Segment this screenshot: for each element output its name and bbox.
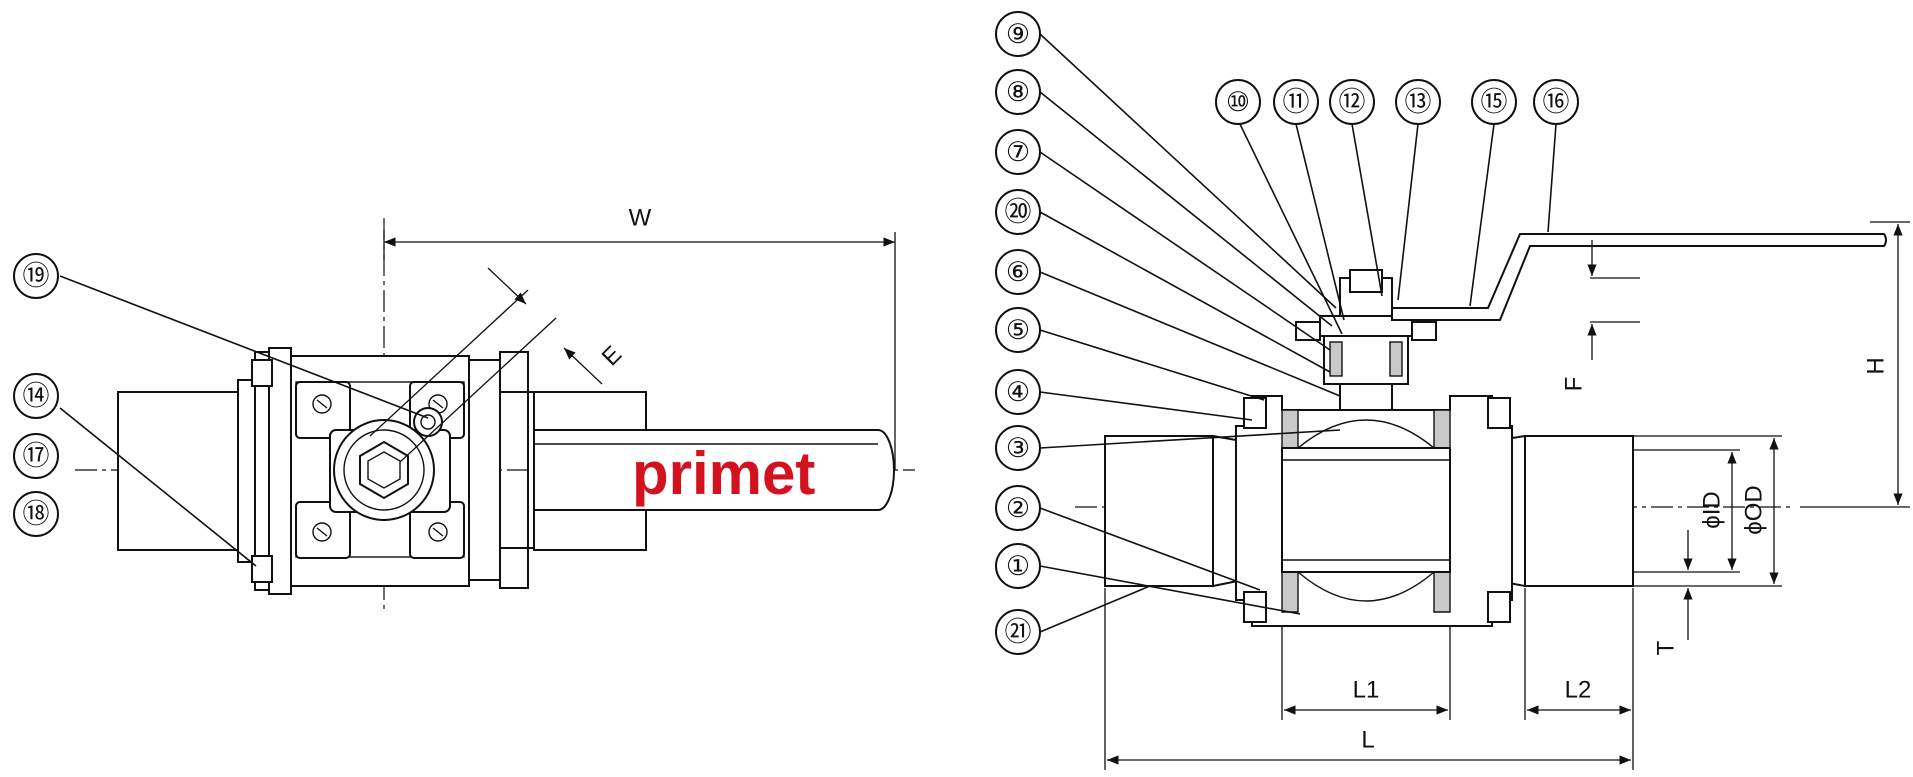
svg-text:⑮: ⑮ (1481, 87, 1508, 117)
svg-text:⑱: ⑱ (23, 499, 50, 529)
dimension-l1-label: L1 (1353, 677, 1380, 704)
dimension-l: L1 L2 L (1104, 588, 1634, 770)
balloon-19: ⑲ (13, 253, 59, 299)
balloon-12: ⑫ (1329, 79, 1375, 125)
dimension-w: W (383, 205, 896, 470)
svg-text:③: ③ (1006, 433, 1030, 463)
balloon-20: ⑳ (995, 189, 1041, 235)
dimension-f-h: F H (1561, 221, 1910, 508)
balloon-21: ㉑ (995, 609, 1041, 655)
balloon-6: ⑥ (995, 249, 1041, 295)
dimension-e: E (369, 267, 627, 463)
svg-text:④: ④ (1006, 377, 1030, 407)
balloon-16: ⑯ (1533, 79, 1579, 125)
balloon-10: ⑩ (1215, 79, 1261, 125)
dimension-id-label: ϕID (1699, 491, 1726, 528)
svg-text:⑳: ⑳ (1005, 197, 1032, 227)
svg-text:⑤: ⑤ (1006, 315, 1030, 345)
section-view (1075, 233, 1887, 627)
balloon-14: ⑭ (13, 373, 59, 419)
balloon-17: ⑰ (13, 433, 59, 479)
dimension-l-label: L (1361, 727, 1374, 754)
svg-text:⑩: ⑩ (1226, 87, 1250, 117)
balloon-13: ⑬ (1395, 79, 1441, 125)
balloon-18: ⑱ (13, 491, 59, 537)
svg-text:⑲: ⑲ (23, 261, 50, 291)
dimension-h-label: H (1863, 357, 1890, 374)
svg-text:⑭: ⑭ (23, 381, 50, 411)
dimension-w-label: W (629, 205, 652, 232)
balloon-5: ⑤ (995, 307, 1041, 353)
section-leaders (1039, 33, 1557, 633)
svg-text:⑥: ⑥ (1006, 257, 1030, 287)
svg-text:⑫: ⑫ (1339, 87, 1366, 117)
svg-text:⑪: ⑪ (1283, 87, 1310, 117)
balloon-11: ⑪ (1273, 79, 1319, 125)
balloon-3: ③ (995, 425, 1041, 471)
dimension-od-label: ϕOD (1741, 485, 1768, 534)
svg-text:⑨: ⑨ (1006, 19, 1030, 49)
balloon-2: ② (995, 485, 1041, 531)
svg-text:⑰: ⑰ (23, 441, 50, 471)
dimension-e-label: E (597, 341, 627, 371)
svg-text:①: ① (1006, 551, 1030, 581)
dimension-id-od-t: ϕID ϕOD T (1633, 435, 1782, 655)
balloon-1: ① (995, 543, 1041, 589)
dimension-l2-label: L2 (1565, 677, 1592, 704)
svg-text:⑧: ⑧ (1006, 77, 1030, 107)
svg-text:⑬: ⑬ (1405, 87, 1432, 117)
balloon-9: ⑨ (995, 11, 1041, 57)
balloon-7: ⑦ (995, 129, 1041, 175)
dimension-t-label: T (1653, 640, 1680, 655)
dimension-f-label: F (1561, 377, 1588, 392)
balloon-4: ④ (995, 369, 1041, 415)
top-view (75, 218, 915, 610)
svg-text:⑦: ⑦ (1006, 137, 1030, 167)
svg-text:⑯: ⑯ (1543, 87, 1570, 117)
svg-text:㉑: ㉑ (1005, 617, 1032, 647)
balloon-8: ⑧ (995, 69, 1041, 115)
svg-text:②: ② (1006, 493, 1030, 523)
balloon-15: ⑮ (1471, 79, 1517, 125)
primet-logo: primet (632, 440, 815, 507)
